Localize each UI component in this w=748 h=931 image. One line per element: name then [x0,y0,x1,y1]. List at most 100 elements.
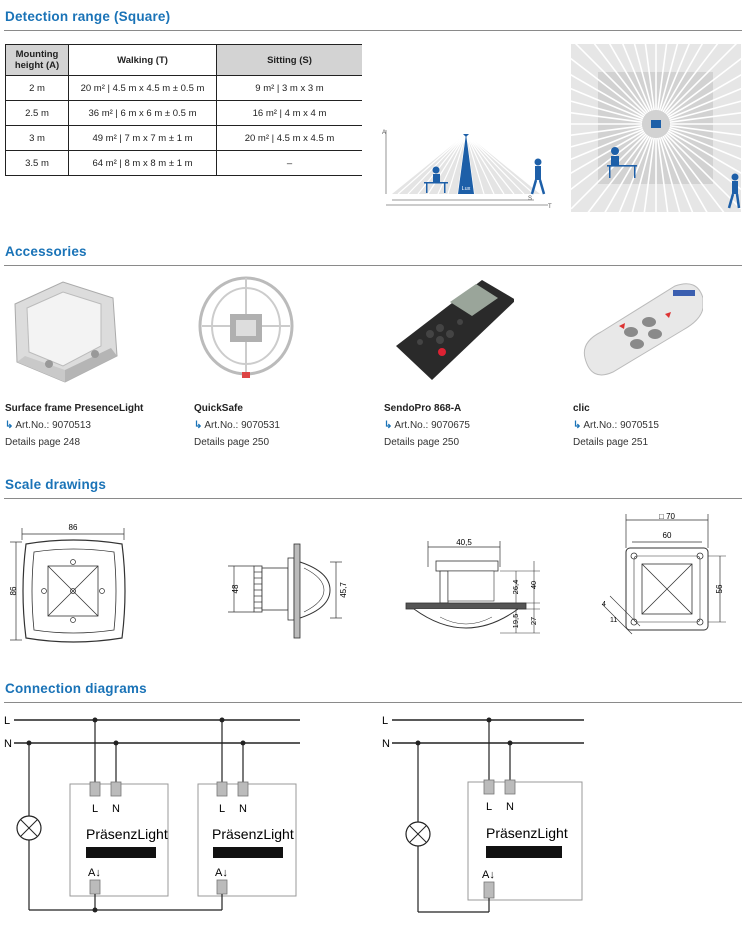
detection-ray [631,137,654,212]
cell-sitting: 20 m² | 4.5 m x 4.5 m [216,125,362,151]
terminal-a-label: A↓ [482,869,495,881]
accessory-name: Surface frame PresenceLight [5,403,144,414]
cell-height: 3.5 m [5,150,69,176]
divider [4,702,742,703]
phase-l-label: L [382,715,388,727]
detection-ray [618,136,652,212]
detection-ray [669,125,741,136]
accessory-details: Details page 250 [194,437,270,448]
detection-rays [571,44,741,212]
accessory-quicksafe: QuickSafe ↳Art.No.: 9070531 Details page… [194,276,369,451]
section-title-connection: Connection diagrams [5,681,147,696]
dim-square-70: □ 70 [659,512,676,521]
detection-ray [663,44,719,114]
dim-height-45-7: 45,7 [339,582,348,598]
dim-height: 86 [9,586,18,595]
detection-ray [604,135,650,212]
lux-zone [458,134,474,194]
detection-ray [662,135,708,212]
accessory-details: Details page 250 [384,437,460,448]
table-row: 2 m 20 m² | 4.5 m x 4.5 m ± 0.5 m 9 m² |… [5,75,362,101]
side-view-detection-diagram: Lux A S T [382,130,552,210]
dim-19-5: 19,5 [511,614,520,629]
device-label: PräsenzLight [86,826,168,842]
accessory-name: SendoPro 868-A [384,403,462,414]
detection-ray [643,137,655,212]
scale-drawing-side-view: 48 45,7 [228,543,348,639]
phase-l-label: L [4,715,10,727]
detection-ray [667,130,741,174]
scale-drawing-top-view: 86 86 [9,523,126,643]
cell-walking: 64 m² | 8 m x 8 m ± 1 m [68,150,217,176]
detection-ray [665,133,741,210]
dim-4: 4 [602,601,606,608]
cell-walking: 20 m² | 4.5 m x 4.5 m ± 0.5 m [68,75,217,101]
connection-diagram-single-device: L N L N PräsenzLight A↓ [382,715,584,913]
terminal-l-label: L [486,801,492,813]
detection-ray [662,44,704,113]
detection-ray [663,134,725,212]
detection-ray [669,100,741,122]
detection-ray [633,44,654,111]
detection-ray [571,74,645,118]
detection-rays [397,133,535,195]
scale-drawing-mounting-plate: □ 70 60 56 4 11 [601,512,726,635]
device-box [467,781,583,901]
accessory-sendopro: SendoPro 868-A ↳Art.No.: 9070675 Details… [384,276,559,451]
detection-ray [571,133,647,210]
detection-ray [665,44,738,115]
detection-ray [571,125,643,136]
device-label: PräsenzLight [212,826,294,842]
top-view-detection-diagram [571,44,741,212]
axis-s-label: S [528,196,532,202]
detection-ray [571,87,644,120]
accessory-details: Details page 251 [573,437,649,448]
arrow-icon: ↳ [384,420,393,431]
table-row: 2.5 m 36 m² | 6 m x 6 m ± 0.5 m 16 m² | … [5,100,362,126]
dim-11: 11 [610,617,617,624]
dim-40: 40 [529,581,538,589]
dim-60: 60 [663,531,672,540]
section-title-detection: Detection range (Square) [5,9,171,24]
accessory-art-no: ↳Art.No.: 9070531 [194,420,280,431]
section-title-accessories: Accessories [5,244,87,259]
detection-ray [660,136,694,212]
device-box [69,783,169,897]
detection-ray [644,44,655,111]
device-box [197,783,297,897]
table-row: 3.5 m 64 m² | 8 m x 8 m ± 1 m – [5,150,362,176]
cell-walking: 49 m² | 7 m x 7 m ± 1 m [68,125,217,151]
section-title-scale: Scale drawings [5,477,107,492]
walking-person-icon [530,158,546,195]
accessory-name: QuickSafe [194,403,243,414]
neutral-n-label: N [4,738,12,750]
surface-frame-image [14,281,118,383]
detection-ray [669,126,741,148]
terminal-a-label: A↓ [215,867,228,879]
arrow-icon: ↳ [194,420,203,431]
accessory-surface-frame: Surface frame PresenceLight ↳Art.No.: 90… [5,276,180,451]
cell-sitting: 9 m² | 3 m x 3 m [216,75,362,101]
table-row: 3 m 49 m² | 7 m x 7 m ± 1 m 20 m² | 4.5 … [5,125,362,151]
detection-ray [657,137,669,212]
table-header-row: Mounting height (A) Walking (T) Sitting … [5,44,362,76]
axis-t-label: T [548,204,552,210]
terminal-n-label: N [112,803,120,815]
col-head-height: Mounting height (A) [5,44,69,76]
neutral-n-label: N [382,738,390,750]
detection-ray [608,44,650,113]
cell-sitting: 16 m² | 4 m x 4 m [216,100,362,126]
sendopro-remote-image [396,280,516,380]
detection-ray [571,100,643,122]
detection-ray [657,44,668,111]
terminal-n-label: N [506,801,514,813]
terminal-n-label: N [239,803,247,815]
scale-drawing-front-view: 40,5 26,4 40 19,5 27 [405,538,540,634]
sitting-person-icon [424,166,448,193]
connection-diagram-two-devices: L N L N PräsenzLight A↓ L N PräsenzLight… [4,715,300,913]
quicksafe-image [198,276,294,378]
detection-ray [571,57,646,117]
dim-width: 86 [69,523,78,532]
detection-ray [571,128,644,161]
detection-ray [658,137,681,212]
